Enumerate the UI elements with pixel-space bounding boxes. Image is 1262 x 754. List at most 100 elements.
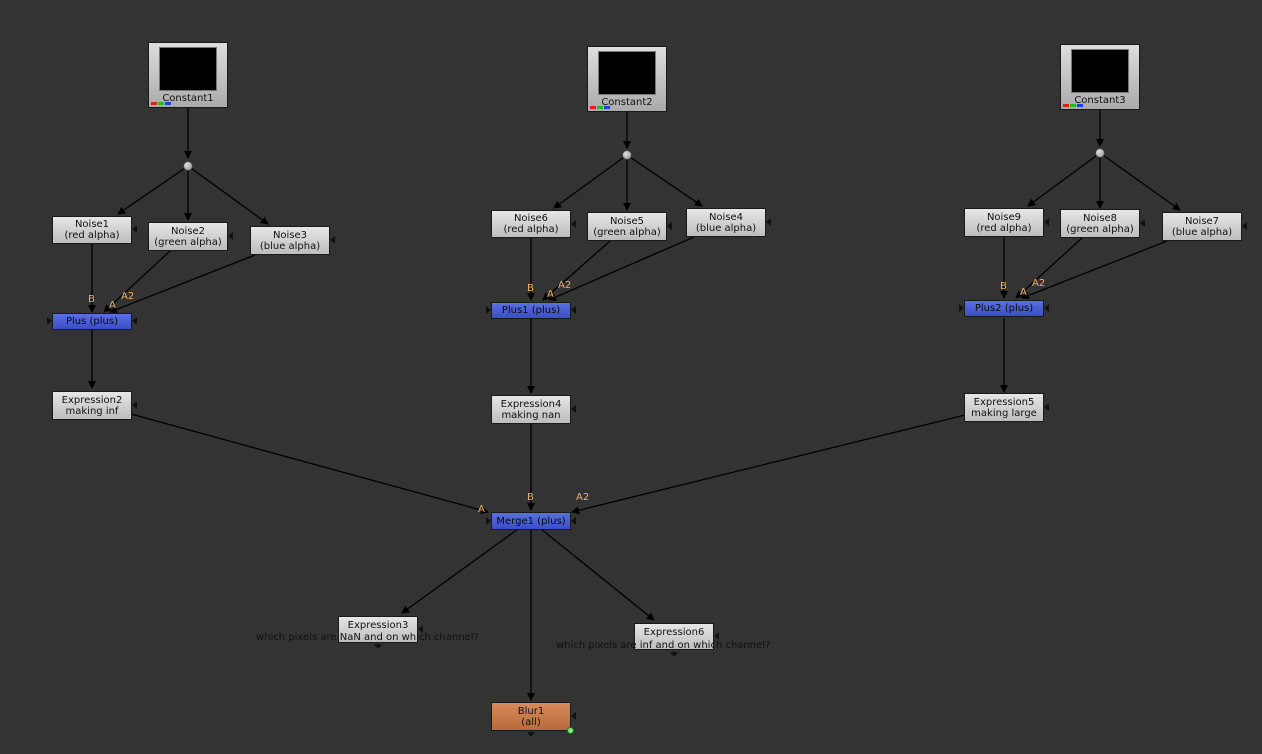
expression3-note: which pixels are NaN and on which channe… [256,632,479,643]
plus1-node[interactable]: Plus1 (plus) [491,302,571,319]
node-subtitle: (blue alpha) [1171,226,1233,238]
constant2-node[interactable]: Constant2 [587,46,667,112]
expression3-node[interactable]: Expression3 [338,616,418,643]
noise4-node[interactable]: Noise4 (blue alpha) [686,208,766,237]
mask-input-arrow[interactable] [418,625,423,633]
mask-input-arrow[interactable] [714,632,719,640]
node-subtitle: (red alpha) [976,222,1032,234]
node-name: Noise9 [986,211,1022,223]
output-arrow[interactable] [670,652,678,657]
node-subtitle: (blue alpha) [259,240,321,252]
noise6-node[interactable]: Noise6 (red alpha) [491,210,571,238]
node-subtitle: making nan [501,409,561,421]
mask-input-arrow[interactable] [486,306,491,314]
node-name: Blur1 [517,705,545,717]
expression6-node[interactable]: Expression6 [634,623,714,650]
channel-indicators [590,106,610,109]
mask-input-arrow[interactable] [47,317,52,325]
dot-node-1[interactable] [183,161,193,171]
expression2-node[interactable]: Expression2 making inf [52,391,132,420]
mask-input-arrow[interactable] [1044,403,1049,411]
input-label-a2: A2 [1032,278,1046,289]
noise5-node[interactable]: Noise5 (green alpha) [587,212,667,241]
noise3-node[interactable]: Noise3 (blue alpha) [250,226,330,255]
constant-thumbnail [159,47,217,91]
constant-label: Constant1 [162,93,214,104]
constant-thumbnail [1071,49,1129,93]
constant3-node[interactable]: Constant3 [1060,44,1140,110]
node-name: Expression6 [643,627,705,638]
node-name: Noise6 [513,213,549,224]
constant-label: Constant3 [1074,95,1126,106]
node-name: Noise3 [272,229,308,241]
expression4-node[interactable]: Expression4 making nan [491,395,571,424]
node-subtitle: (all) [521,716,541,728]
node-subtitle: (green alpha) [593,226,661,238]
merge1-node[interactable]: Merge1 (plus) [491,512,571,530]
node-name: Noise8 [1082,212,1118,224]
input-label-b: B [1000,281,1007,292]
mask-input-arrow[interactable] [132,225,137,233]
constant1-node[interactable]: Constant1 [148,42,228,108]
mask-input-arrow[interactable] [228,232,233,240]
noise7-node[interactable]: Noise7 (blue alpha) [1162,212,1242,241]
node-name: Expression3 [347,620,409,631]
node-name: Noise7 [1184,215,1220,227]
dot-node-3[interactable] [1095,148,1105,158]
node-subtitle: making inf [65,405,119,417]
mask-input-arrow[interactable] [571,405,576,413]
mask-input-arrow[interactable] [667,222,672,230]
merge-input-label-b: B [527,492,534,503]
node-subtitle: (green alpha) [154,236,222,248]
merge-input-label-a2: A2 [576,492,590,503]
dot-node-2[interactable] [622,150,632,160]
mask-input-arrow[interactable] [132,317,137,325]
input-label-a2: A2 [121,291,135,302]
mask-input-arrow[interactable] [571,220,576,228]
plus-node[interactable]: Plus (plus) [52,313,132,330]
node-name: Noise5 [609,215,645,227]
mask-input-arrow[interactable] [571,517,576,525]
input-label-b: B [527,283,534,294]
noise2-node[interactable]: Noise2 (green alpha) [148,222,228,251]
node-label: Merge1 (plus) [496,515,566,527]
noise9-node[interactable]: Noise9 (red alpha) [964,208,1044,237]
mask-input-arrow[interactable] [1242,222,1247,230]
node-subtitle: making large [971,407,1037,419]
node-subtitle: (red alpha) [64,230,120,241]
merge-input-label-a: A [478,504,485,515]
expression5-node[interactable]: Expression5 making large [964,393,1044,422]
mask-input-arrow[interactable] [571,712,576,720]
input-label-a: A [109,300,116,311]
channel-indicators [1063,104,1083,107]
viewer-connection-dot[interactable] [567,727,574,734]
plus2-node[interactable]: Plus2 (plus) [964,300,1044,317]
expression6-note: which pixels are inf and on which channe… [556,640,771,651]
node-name: Expression2 [61,394,123,406]
mask-input-arrow[interactable] [330,236,335,244]
mask-input-arrow[interactable] [766,218,771,226]
node-name: Noise2 [170,225,206,237]
noise1-node[interactable]: Noise1 (red alpha) [52,216,132,244]
input-label-a: A [1020,287,1027,298]
mask-input-arrow[interactable] [486,517,491,525]
mask-input-arrow[interactable] [1044,218,1049,226]
noise8-node[interactable]: Noise8 (green alpha) [1060,209,1140,238]
constant-label: Constant2 [601,97,653,108]
input-label-a2: A2 [558,280,572,291]
mask-input-arrow[interactable] [132,401,137,409]
output-arrow[interactable] [527,732,535,737]
blur1-node[interactable]: Blur1 (all) [491,702,571,731]
node-name: Noise4 [708,211,744,223]
node-label: Plus (plus) [65,316,118,327]
node-label: Plus2 (plus) [974,303,1034,314]
mask-input-arrow[interactable] [959,304,964,312]
node-name: Expression4 [500,398,562,410]
mask-input-arrow[interactable] [1044,304,1049,312]
channel-indicators [151,102,171,105]
mask-input-arrow[interactable] [571,306,576,314]
mask-input-arrow[interactable] [1140,219,1145,227]
node-label: Plus1 (plus) [501,305,561,316]
output-arrow[interactable] [374,644,382,649]
